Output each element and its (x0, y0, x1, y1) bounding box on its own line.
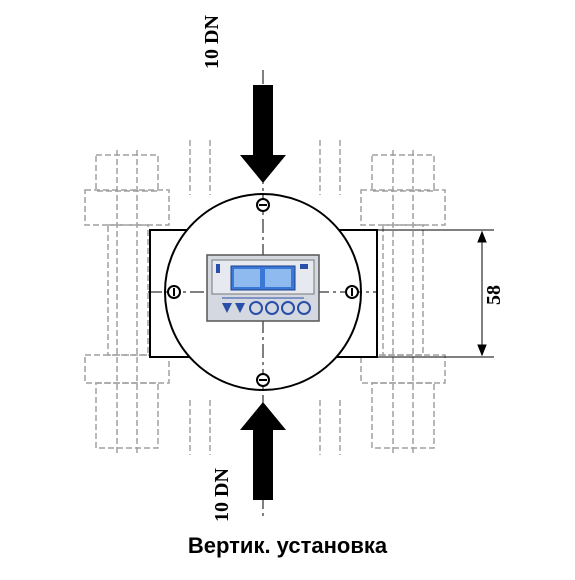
right-flange-bolts (360, 150, 446, 455)
button-icon (281, 301, 295, 315)
button-icon (297, 301, 311, 315)
button-icon (222, 303, 245, 313)
flow-label-top: 10 DN (201, 15, 223, 69)
pipe-outline (189, 140, 341, 455)
diagram-caption: Вертик. установка (187, 533, 388, 558)
screw-icon (167, 198, 359, 387)
dimension-line (377, 229, 494, 358)
flow-label-bottom: 10 DN (211, 468, 233, 522)
left-flange-bolts (84, 150, 170, 455)
button-icon (265, 301, 279, 315)
flow-arrow-top (240, 85, 286, 183)
display-panel (206, 254, 320, 322)
button-icon (249, 301, 263, 315)
flow-arrow-bottom (240, 402, 286, 500)
dimension-label: 58 (483, 285, 505, 305)
